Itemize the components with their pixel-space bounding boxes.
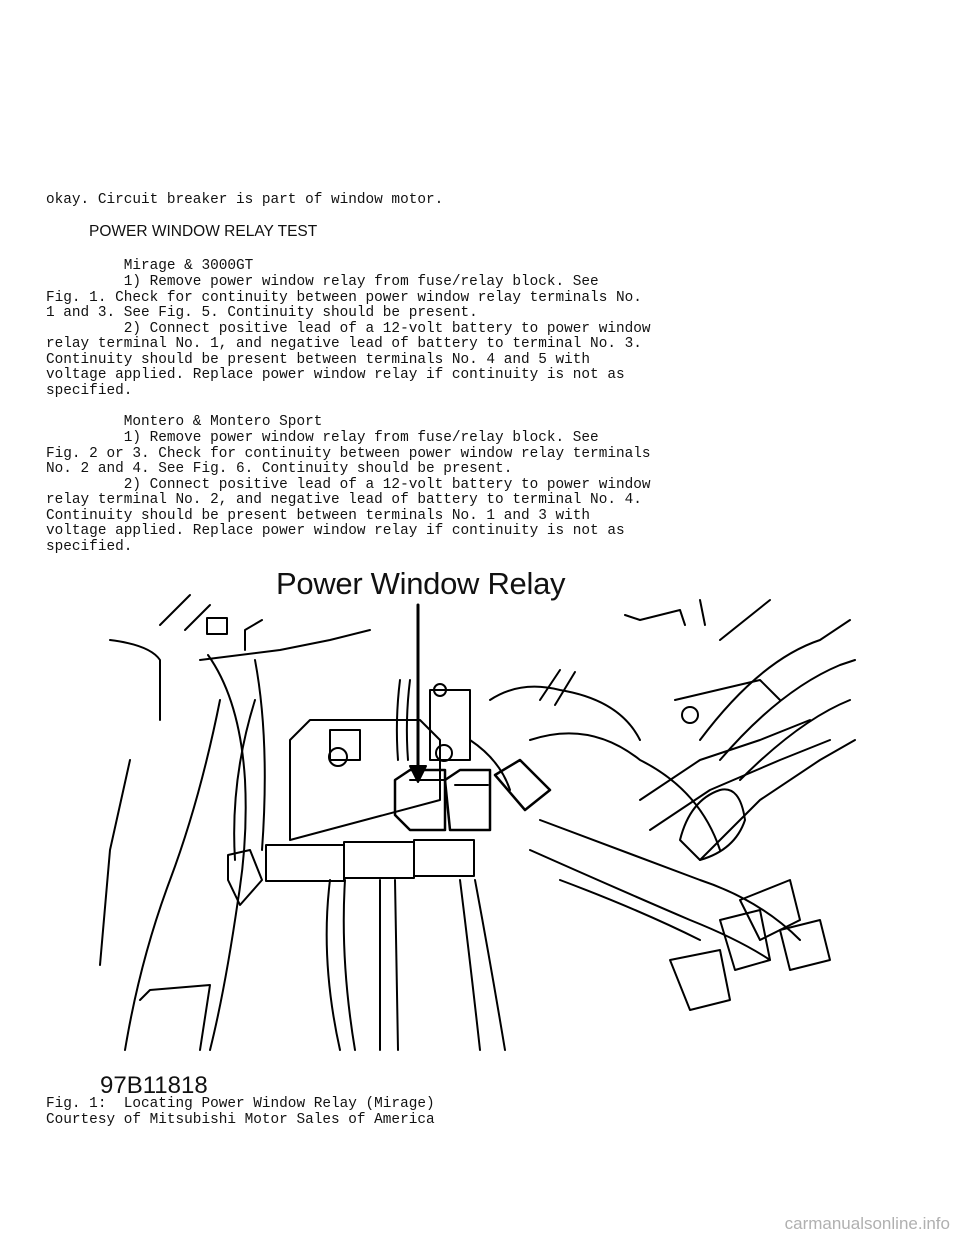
watermark: carmanualsonline.info: [784, 1214, 950, 1233]
montero-body: 1) Remove power window relay from fuse/r…: [46, 430, 651, 555]
intro-line: okay. Circuit breaker is part of window …: [46, 192, 444, 208]
figure-caption: Fig. 1: Locating Power Window Relay (Mir…: [46, 1096, 435, 1112]
figure-callout-label: Power Window Relay: [276, 566, 566, 601]
section-heading: POWER WINDOW RELAY TEST: [89, 223, 318, 240]
figure-credit: Courtesy of Mitsubishi Motor Sales of Am…: [46, 1112, 435, 1128]
mirage-title: Mirage & 3000GT: [46, 258, 254, 274]
figure-code: 97B11818: [100, 1072, 208, 1099]
montero-title: Montero & Montero Sport: [46, 414, 323, 430]
mirage-body: 1) Remove power window relay from fuse/r…: [46, 274, 651, 399]
